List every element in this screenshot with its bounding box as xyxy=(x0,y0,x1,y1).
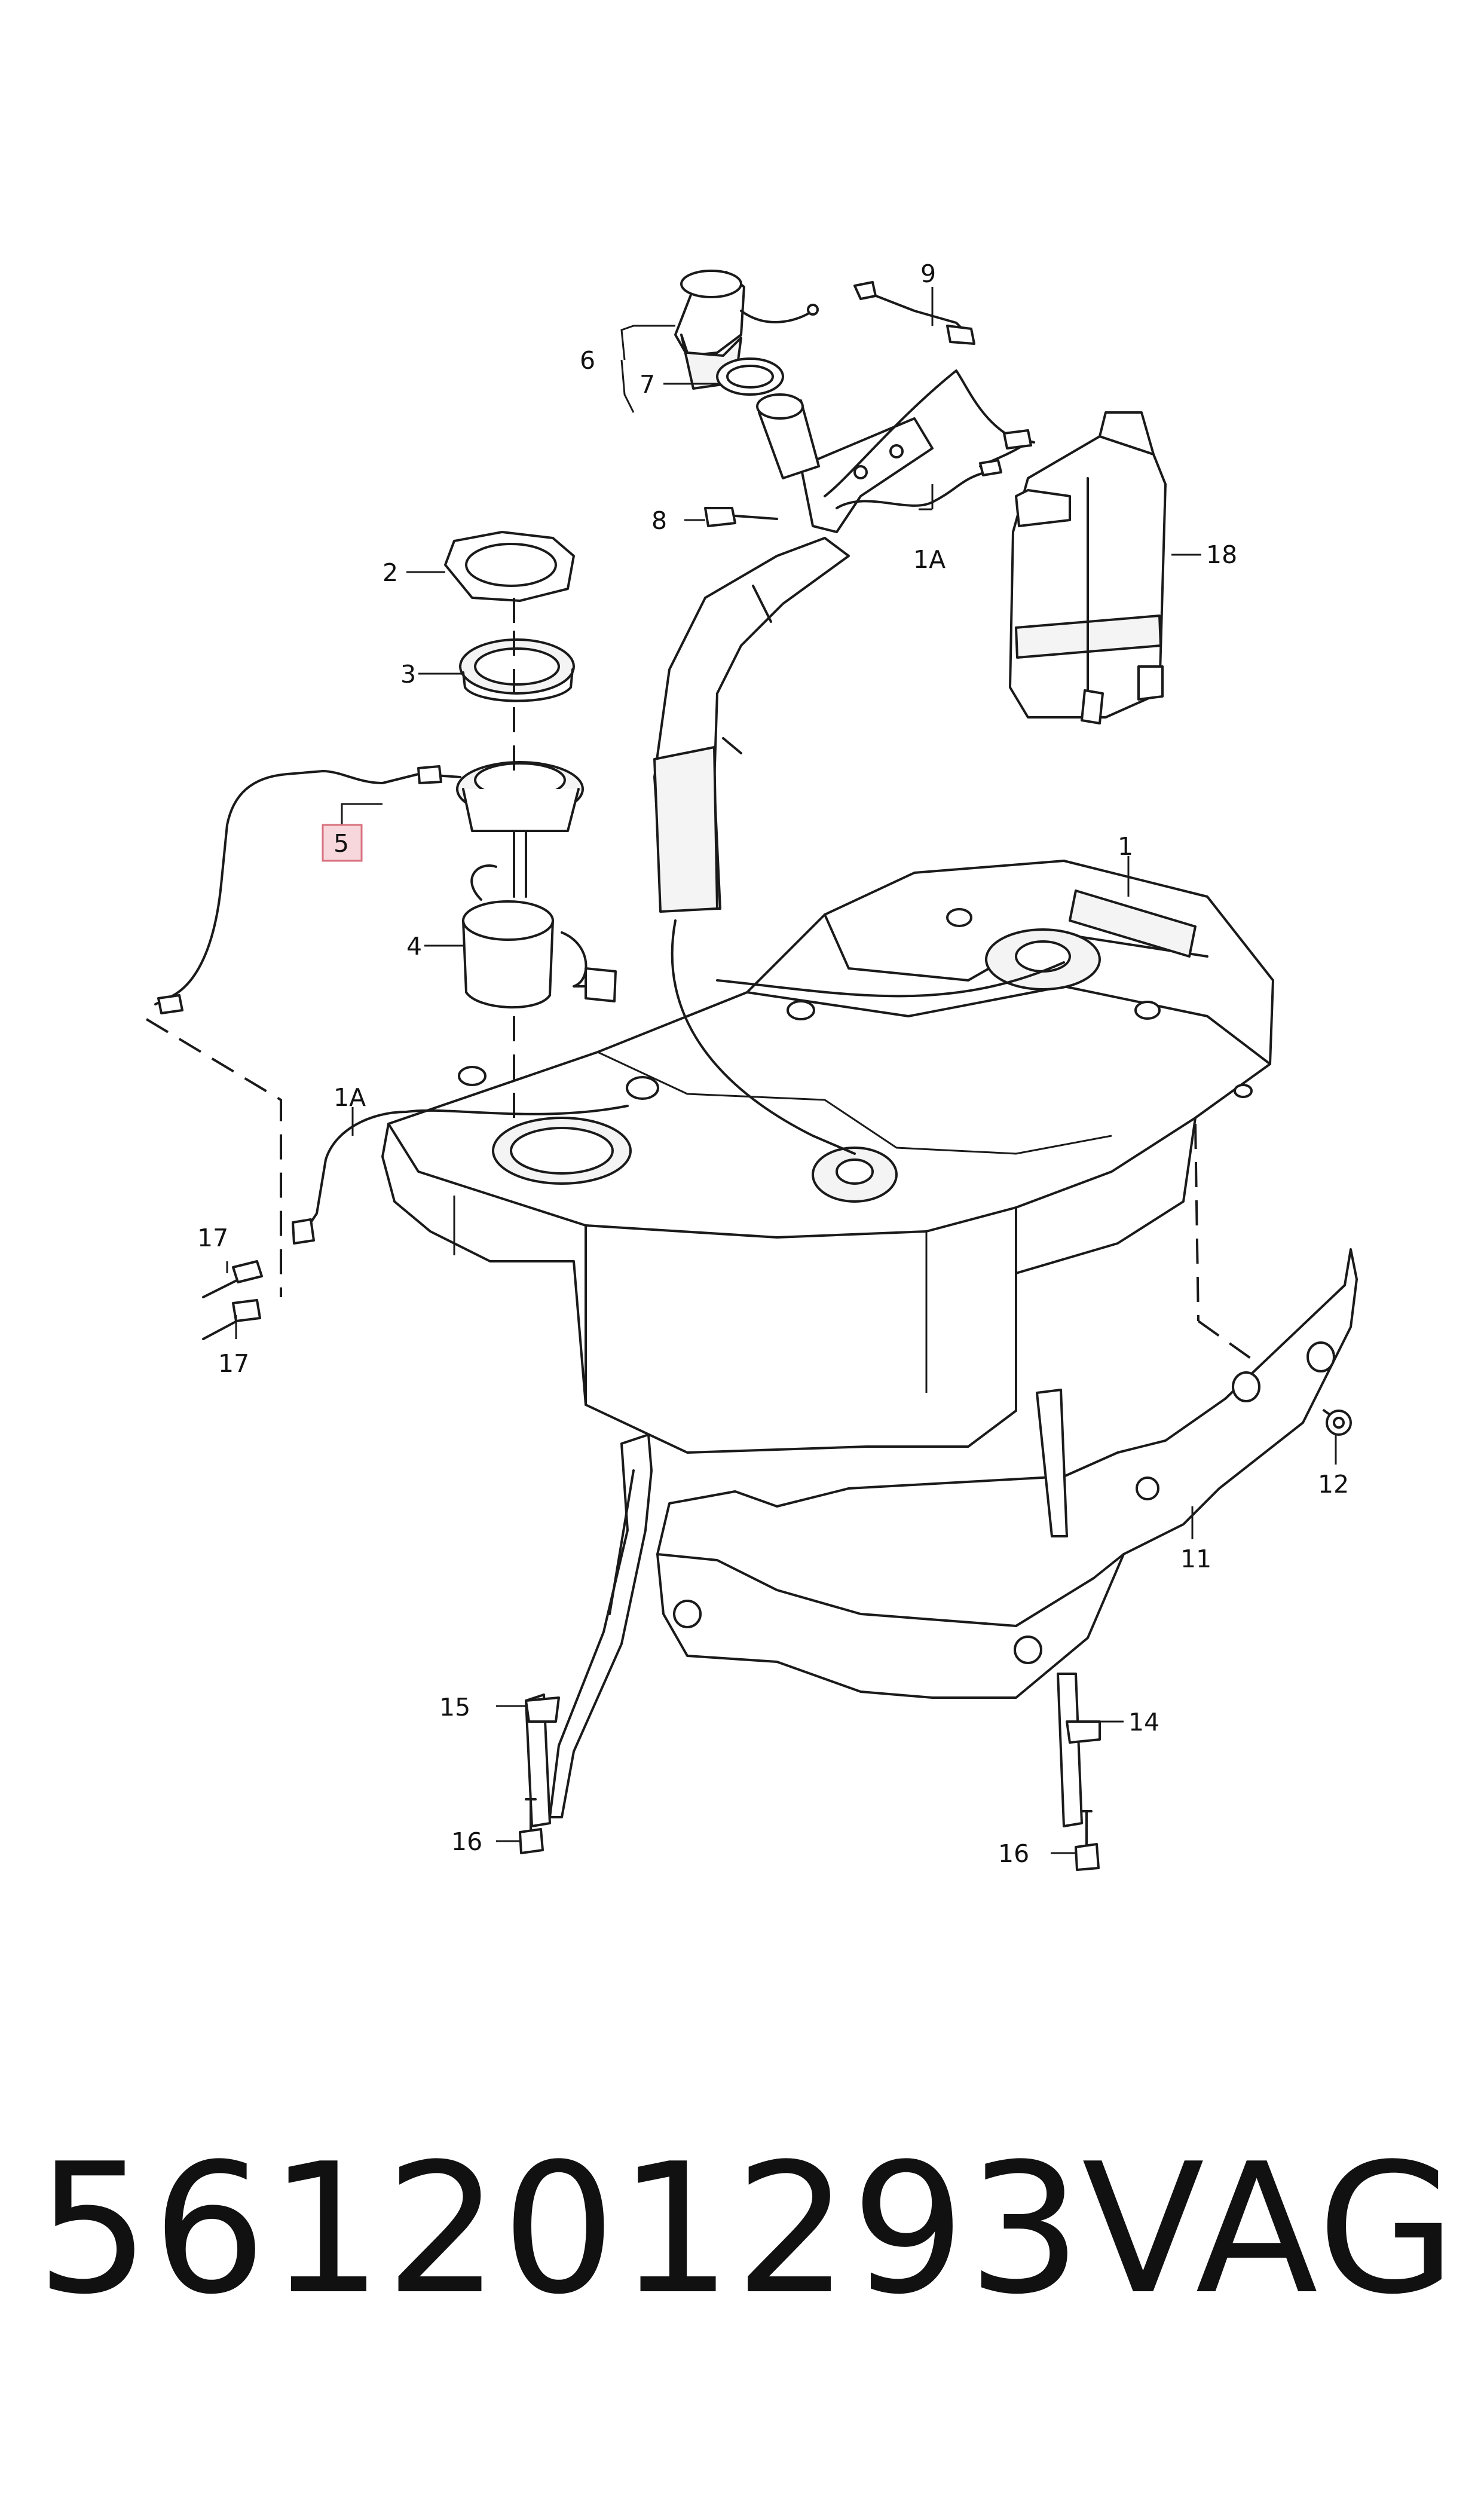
callout-15: 15 xyxy=(439,1693,470,1722)
callout-12: 12 xyxy=(1318,1470,1349,1499)
callout-5: 5 xyxy=(333,829,349,858)
filler-neck-sleeve xyxy=(756,393,820,479)
filler-seal-ring xyxy=(716,357,784,396)
bolt-16-left xyxy=(519,1798,544,1854)
callout-18: 18 xyxy=(1206,540,1237,569)
assembly-dashed-lines xyxy=(145,598,1334,1418)
callout-3: 3 xyxy=(400,660,416,689)
callout-2: 2 xyxy=(383,558,398,587)
nut-12 xyxy=(1326,1410,1352,1436)
bolt-8 xyxy=(704,507,778,527)
filler-pipe xyxy=(653,369,1065,1155)
fuel-tank xyxy=(381,860,1274,1454)
brand-label: VAG xyxy=(1082,2125,1459,2334)
part-number: 561201293 xyxy=(36,2125,1084,2334)
fuel-line xyxy=(154,765,461,1014)
callout-17-top: 17 xyxy=(197,1224,228,1252)
connector-17-upper xyxy=(202,1260,263,1298)
callout-16-left: 16 xyxy=(451,1827,482,1856)
tank-strap-left xyxy=(549,1433,653,1818)
callout-11: 11 xyxy=(1180,1545,1211,1573)
callout-leaders xyxy=(226,287,1337,1854)
vent-line-lower xyxy=(292,1105,629,1245)
heat-shield xyxy=(656,1248,1358,1699)
lock-ring xyxy=(444,531,575,602)
strap-bracket-right xyxy=(1057,1673,1101,1827)
callout-1a-top: 1A xyxy=(913,545,946,574)
callout-7: 7 xyxy=(640,370,655,399)
callout-1a-left: 1A xyxy=(333,1083,366,1112)
tank-strap-right xyxy=(1036,1389,1068,1537)
strap-bracket-left xyxy=(525,1693,560,1827)
callout-4: 4 xyxy=(406,932,422,961)
callout-17-bottom: 17 xyxy=(218,1349,249,1378)
pump-seal xyxy=(459,638,575,702)
charcoal-canister xyxy=(979,411,1167,724)
callout-6: 6 xyxy=(580,346,595,375)
sensor-wire xyxy=(853,281,975,345)
fuel-pump-module xyxy=(456,761,617,1009)
connector-17-lower xyxy=(202,1299,261,1340)
callout-8: 8 xyxy=(651,506,667,535)
callout-14: 14 xyxy=(1128,1708,1159,1737)
callout-5-highlight xyxy=(322,824,363,862)
callout-9: 9 xyxy=(920,259,936,288)
callout-1: 1 xyxy=(1118,832,1133,861)
bolt-16-right xyxy=(1075,1810,1100,1871)
callout-labels: 1 1A 1A 2 3 4 5 6 7 8 9 11 12 14 15 16 1… xyxy=(197,259,1349,1868)
callout-16-right: 16 xyxy=(998,1839,1029,1868)
